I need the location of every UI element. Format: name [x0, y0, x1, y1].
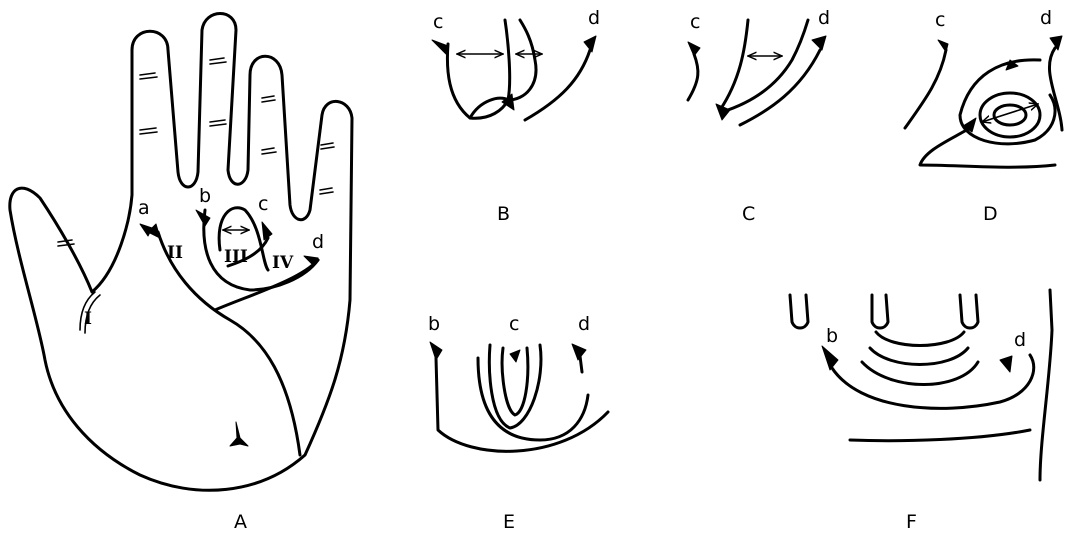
panel-label-d: D — [983, 203, 998, 225]
panel-label-c: C — [742, 203, 755, 225]
label-c: c — [935, 9, 945, 31]
label-b: b — [199, 185, 211, 207]
area-I: I — [84, 309, 92, 329]
panel-e: b c d E — [428, 313, 608, 533]
label-b: b — [428, 313, 440, 335]
axial-triradius — [230, 422, 248, 446]
panel-a-hand: a b c d I II III IV A — [10, 14, 352, 534]
label-d: d — [1040, 7, 1052, 29]
panel-label-f: F — [906, 511, 917, 533]
label-d: d — [588, 7, 600, 29]
label-d: d — [818, 7, 830, 29]
triradius-c — [262, 222, 272, 240]
label-d: d — [1014, 329, 1026, 351]
label-a: a — [138, 197, 150, 219]
label-c: c — [433, 11, 443, 33]
label-c: c — [258, 193, 268, 215]
area-III: III — [224, 247, 248, 267]
panel-label-b: B — [497, 203, 510, 225]
finger-creases — [58, 58, 334, 246]
panel-f: b d F — [790, 290, 1052, 533]
label-d: d — [312, 231, 324, 253]
panel-c: c d C — [688, 7, 830, 225]
label-b: b — [826, 325, 838, 347]
triradius-a — [140, 224, 160, 238]
label-c: c — [509, 313, 519, 335]
panel-label-e: E — [503, 511, 515, 533]
panel-label-a: A — [234, 511, 247, 533]
area-IV: IV — [272, 253, 294, 273]
label-c: c — [690, 11, 700, 33]
panel-d: c d D — [905, 7, 1062, 225]
panel-b: c d B — [432, 7, 600, 225]
area-II: II — [167, 243, 183, 263]
label-d: d — [578, 313, 590, 335]
